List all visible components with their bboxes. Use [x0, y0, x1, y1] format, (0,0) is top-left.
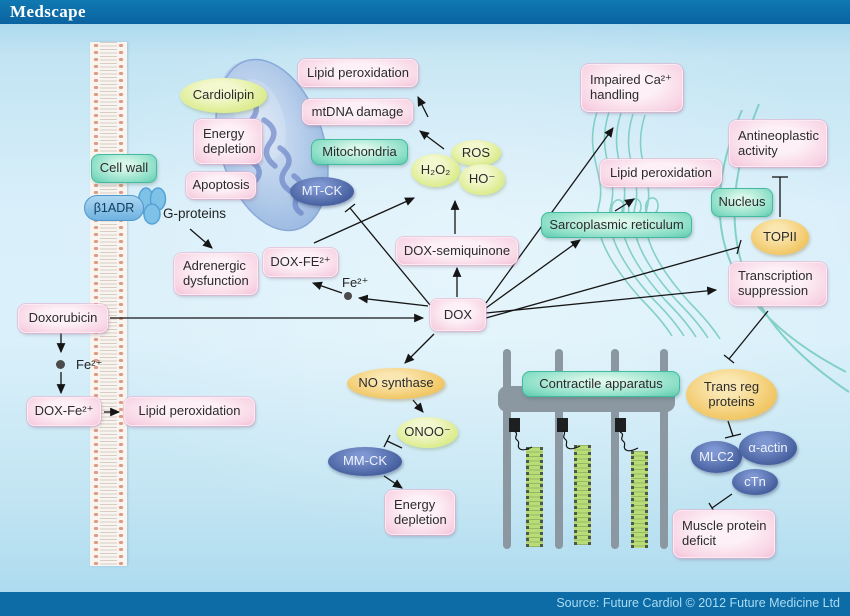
node-dox-fe-left: DOX-Fe²⁺ [27, 397, 101, 426]
node-dox-fe-mid: DOX-FE²⁺ [263, 248, 338, 277]
node-cell-wall: Cell wall [91, 154, 157, 183]
inhibit-transreg-to-mlc2 [727, 420, 734, 437]
fe-left-dot [56, 360, 65, 369]
node-no-synthase: NO synthase [347, 368, 445, 399]
arrow-ros-to-lipid-top [417, 96, 429, 118]
filament-anchor [615, 418, 626, 432]
node-onoo: ONOO⁻ [397, 417, 458, 448]
apparatus-bar [503, 349, 511, 549]
node-lipid-peroxidation-left: Lipid peroxidation [124, 397, 255, 426]
arrow-dox-to-transcription [485, 286, 718, 314]
node-b1adr: β1ADR [84, 195, 144, 221]
node-contractile-apparatus: Contractile apparatus [522, 371, 680, 397]
arrow-dox-to-nosynthase [404, 333, 435, 364]
tbar-mmck [383, 434, 391, 448]
fe-mid-label: Fe²⁺ [342, 275, 369, 290]
node-trans-reg-proteins: Trans reg proteins [686, 369, 777, 420]
node-antineoplastic-activity: Antineoplastic activity [729, 120, 827, 167]
node-apoptosis: Apoptosis [186, 172, 256, 199]
footer-bar: Source: Future Cardiol © 2012 Future Med… [0, 592, 850, 616]
node-topii: TOPII [751, 219, 809, 255]
actin-filament [574, 445, 591, 545]
node-nucleus: Nucleus [711, 188, 773, 217]
arrow-mmck-to-energy [383, 475, 403, 489]
node-h2o2: H₂O₂ [411, 154, 460, 187]
tbar-mtck [344, 203, 356, 213]
node-energy-depletion-bottom: Energy depletion [385, 490, 455, 535]
inhibit-dox-to-mtck [349, 207, 431, 306]
node-alpha-actin: α-actin [739, 431, 797, 465]
source-credit: Source: Future Cardiol © 2012 Future Med… [556, 596, 840, 610]
inhibit-ctn-to-muscle [711, 493, 733, 509]
apparatus-bar [611, 349, 619, 549]
node-mlc2: MLC2 [691, 441, 742, 473]
node-ctn: cTn [732, 469, 778, 495]
node-sarcoplasmic-reticulum: Sarcoplasmic reticulum [541, 212, 692, 238]
arrow-dox-to-sr [485, 239, 581, 309]
tbar-topii [736, 239, 742, 255]
tbar-transreg [723, 354, 735, 364]
node-dox-semiquinone: DOX-semiquinone [396, 237, 518, 265]
node-dox: DOX [430, 299, 486, 331]
apparatus-bar [555, 349, 563, 549]
actin-filament [631, 451, 648, 548]
arrow-ros-to-mtdna [419, 130, 445, 150]
node-ros: ROS [451, 140, 501, 166]
node-ho: HO⁻ [459, 164, 505, 195]
cell-membrane [90, 42, 127, 566]
node-transcription-suppression: Transcription suppression [729, 262, 827, 306]
arrow-doxfemid-to-h2o2 [313, 197, 416, 244]
arrow-dox-to-fe-mid [357, 294, 429, 307]
node-impaired-ca-handling: Impaired Ca²⁺ handling [581, 64, 683, 112]
node-mtdna-damage: mtDNA damage [302, 99, 413, 125]
medscape-logo: Medscape [10, 2, 86, 21]
node-lipid-peroxidation-top: Lipid peroxidation [298, 59, 418, 87]
node-mm-ck: MM-CK [328, 447, 402, 476]
fe-left-label: Fe²⁺ [76, 357, 103, 372]
node-mt-ck: MT-CK [290, 177, 354, 206]
inhibit-onoo-to-mmck [386, 440, 403, 449]
filament-anchor [509, 418, 520, 432]
node-mitochondria: Mitochondria [311, 139, 408, 165]
arrow-fe-to-doxfe-mid [311, 281, 343, 294]
node-energy-depletion-top: Energy depletion [194, 119, 262, 164]
inhibit-dox-to-topii [485, 246, 740, 319]
tbar-mlc2 [724, 433, 742, 439]
filament-squiggles [513, 429, 639, 452]
filament-anchor [557, 418, 568, 432]
node-doxorubicin: Doxorubicin [18, 304, 108, 333]
node-cardiolipin: Cardiolipin [180, 78, 267, 113]
node-muscle-protein-deficit: Muscle protein deficit [673, 510, 775, 558]
arrow-nos-to-onoo [412, 399, 424, 413]
node-adrenergic-dysfunction: Adrenergic dysfunction [174, 253, 258, 295]
node-lipid-peroxidation-right: Lipid peroxidation [600, 159, 722, 187]
header-bar: Medscape [0, 0, 850, 24]
apparatus-bar [660, 349, 668, 549]
actin-filament [526, 447, 543, 547]
fe-mid-dot [344, 292, 352, 300]
arrow-gproteins-to-adrenergic [189, 228, 213, 249]
arrow-sr-to-lipid-right [614, 198, 635, 212]
inhibit-transcription-to-transreg [728, 310, 769, 360]
g-proteins-label: G-proteins [163, 206, 227, 221]
